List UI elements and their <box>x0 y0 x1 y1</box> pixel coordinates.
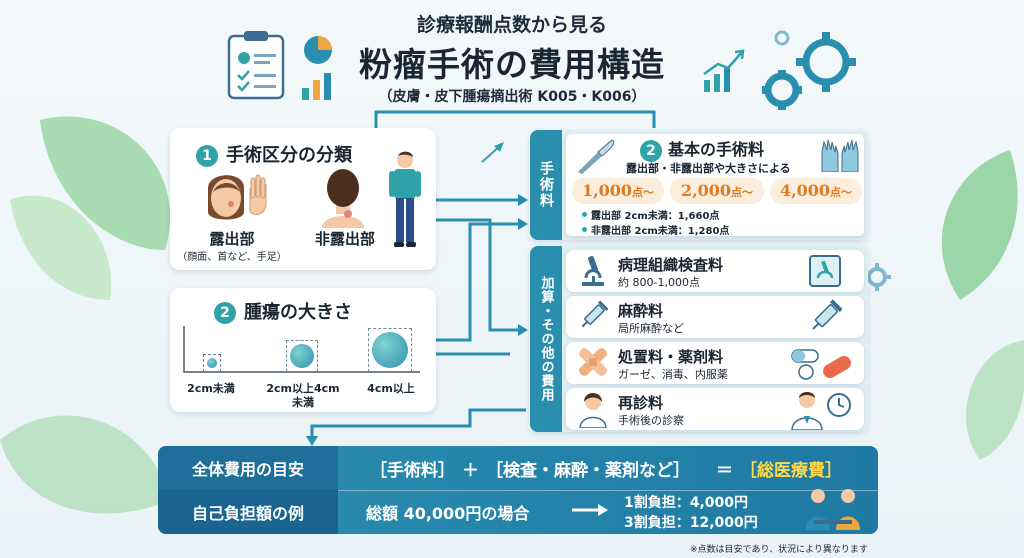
size-label-medium: 2cm以上4cm <box>266 382 340 395</box>
copay-10-percent: 1割負担：4,000円 <box>624 495 749 511</box>
nurse-icon <box>579 393 607 428</box>
revisit-title: 再診料 <box>618 394 664 412</box>
summary-divider <box>338 490 878 491</box>
microscope-icon <box>582 256 604 286</box>
classification-title-text: 手術区分の分類 <box>226 145 352 166</box>
nonexposed-label: 非露出部 <box>314 230 375 248</box>
exposed-label: 露出部 <box>209 230 255 248</box>
back-head-icon <box>322 169 364 228</box>
tumor-dot-small <box>207 358 217 368</box>
revisit-sub: 手術後の診察 <box>618 414 684 427</box>
face-icon <box>208 174 267 220</box>
fee-pill-1000: 1,000点〜 <box>572 178 664 204</box>
pie-chart-icon <box>304 36 332 64</box>
pathology-title: 病理組織検査料 <box>618 256 724 274</box>
surgery-title-text: 基本の手術料 <box>668 140 765 159</box>
pathology-sub: 約 800-1,000点 <box>618 276 700 289</box>
formula-total: ［総医療費］ <box>740 461 842 481</box>
copay-example-label: 自己負担額の例 <box>158 490 338 534</box>
pills-icon <box>791 349 851 380</box>
doctor-icon <box>791 392 823 430</box>
treatment-title: 処置料・薬剤料 <box>618 348 724 366</box>
tumor-dot-large <box>372 332 408 368</box>
gloves-icon <box>821 139 859 172</box>
treatment-sub: ガーゼ、消毒、内服薬 <box>618 368 728 381</box>
bandage-icon <box>579 348 607 376</box>
fee-value: 1,000 <box>581 181 633 200</box>
bar-chart-icon <box>302 73 331 100</box>
page-title: 粉瘤手術の費用構造 <box>359 45 665 84</box>
surgery-note-nonexposed: 非露出部 2cm未満：1,280点 <box>591 226 730 237</box>
body-icon <box>389 151 421 247</box>
extras-tab: 加算・その他の費用 <box>530 246 562 432</box>
surgery-tab: 手術料 <box>530 130 562 240</box>
arrow-right-icon <box>572 504 608 516</box>
copay-total: 総額 40,000円の場合 <box>366 504 530 523</box>
step-number: 2 <box>214 302 236 324</box>
growth-chart-icon <box>703 49 745 92</box>
header-note: （皮膚・皮下腫瘍摘出術 K005・K006） <box>378 89 646 105</box>
size-box-small <box>203 354 221 372</box>
clock-icon <box>827 393 851 417</box>
fee-value: 4,000 <box>779 181 831 200</box>
size-box-medium <box>286 340 318 372</box>
fee-value: 2,000 <box>680 181 732 200</box>
formula-extras: ［検査・麻酔・薬剤など］ <box>486 461 690 481</box>
size-label-large: 4cm以上 <box>367 382 415 395</box>
size-label-small: 2cm未満 <box>187 382 235 395</box>
anesthesia-title: 麻酔料 <box>618 302 664 320</box>
formula-surgery: ［手術料］ <box>370 461 455 481</box>
summary-bar: 全体費用の目安 自己負担額の例 <box>158 446 878 534</box>
fee-unit: 点〜 <box>731 186 754 199</box>
anesthesia-sub: 局所麻酔など <box>618 322 684 335</box>
gear-icon <box>762 30 856 110</box>
scalpel-icon <box>578 139 615 174</box>
header-subtitle: 診療報酬点数から見る <box>416 14 607 36</box>
formula-equals: ＝ <box>716 461 733 481</box>
extras-row-anesthesia <box>566 296 864 338</box>
step-number: 1 <box>196 145 218 167</box>
tumor-size-title: 2 腫瘍の大きさ <box>214 298 352 324</box>
copay-30-percent: 3割負担：12,000円 <box>624 515 758 531</box>
lab-monitor-icon <box>809 255 841 287</box>
tumor-size-title-text: 腫瘍の大きさ <box>244 302 352 323</box>
leaf-decoration-left <box>0 116 171 514</box>
tumor-dot-medium <box>290 344 314 368</box>
footnote: ※点数は目安であり、状況により異なります <box>690 545 868 555</box>
fee-unit: 点〜 <box>632 186 655 199</box>
classification-title: 1 手術区分の分類 <box>196 141 352 167</box>
leaf-decoration-right <box>941 150 1024 460</box>
exposed-sublabel: （顔面、首など、手足） <box>177 252 287 263</box>
syringe-icon <box>581 300 608 328</box>
size-label-medium-2: 未満 <box>292 396 314 409</box>
size-axis <box>183 326 420 373</box>
surgery-subtitle: 露出部・非露出部や大きさによる <box>626 162 791 175</box>
surgery-note-exposed: 露出部 2cm未満：1,660点 <box>591 211 720 222</box>
surgery-title: 2 基本の手術料 <box>640 136 764 162</box>
bullet-icon <box>582 227 587 232</box>
clipboard-icon <box>227 31 285 100</box>
fee-unit: 点〜 <box>830 186 853 199</box>
bullet-icon <box>582 212 587 217</box>
extras-row-treatment <box>566 342 864 384</box>
consultation-icon <box>806 489 860 530</box>
fee-pill-4000: 4,000点〜 <box>770 178 862 204</box>
step-number: 2 <box>640 139 662 162</box>
syringe-icon-large <box>812 299 842 330</box>
formula-plus: ＋ <box>462 461 479 481</box>
fee-pill-2000: 2,000点〜 <box>670 178 764 204</box>
total-estimate-label: 全体費用の目安 <box>158 446 338 490</box>
size-box-large <box>368 328 412 372</box>
